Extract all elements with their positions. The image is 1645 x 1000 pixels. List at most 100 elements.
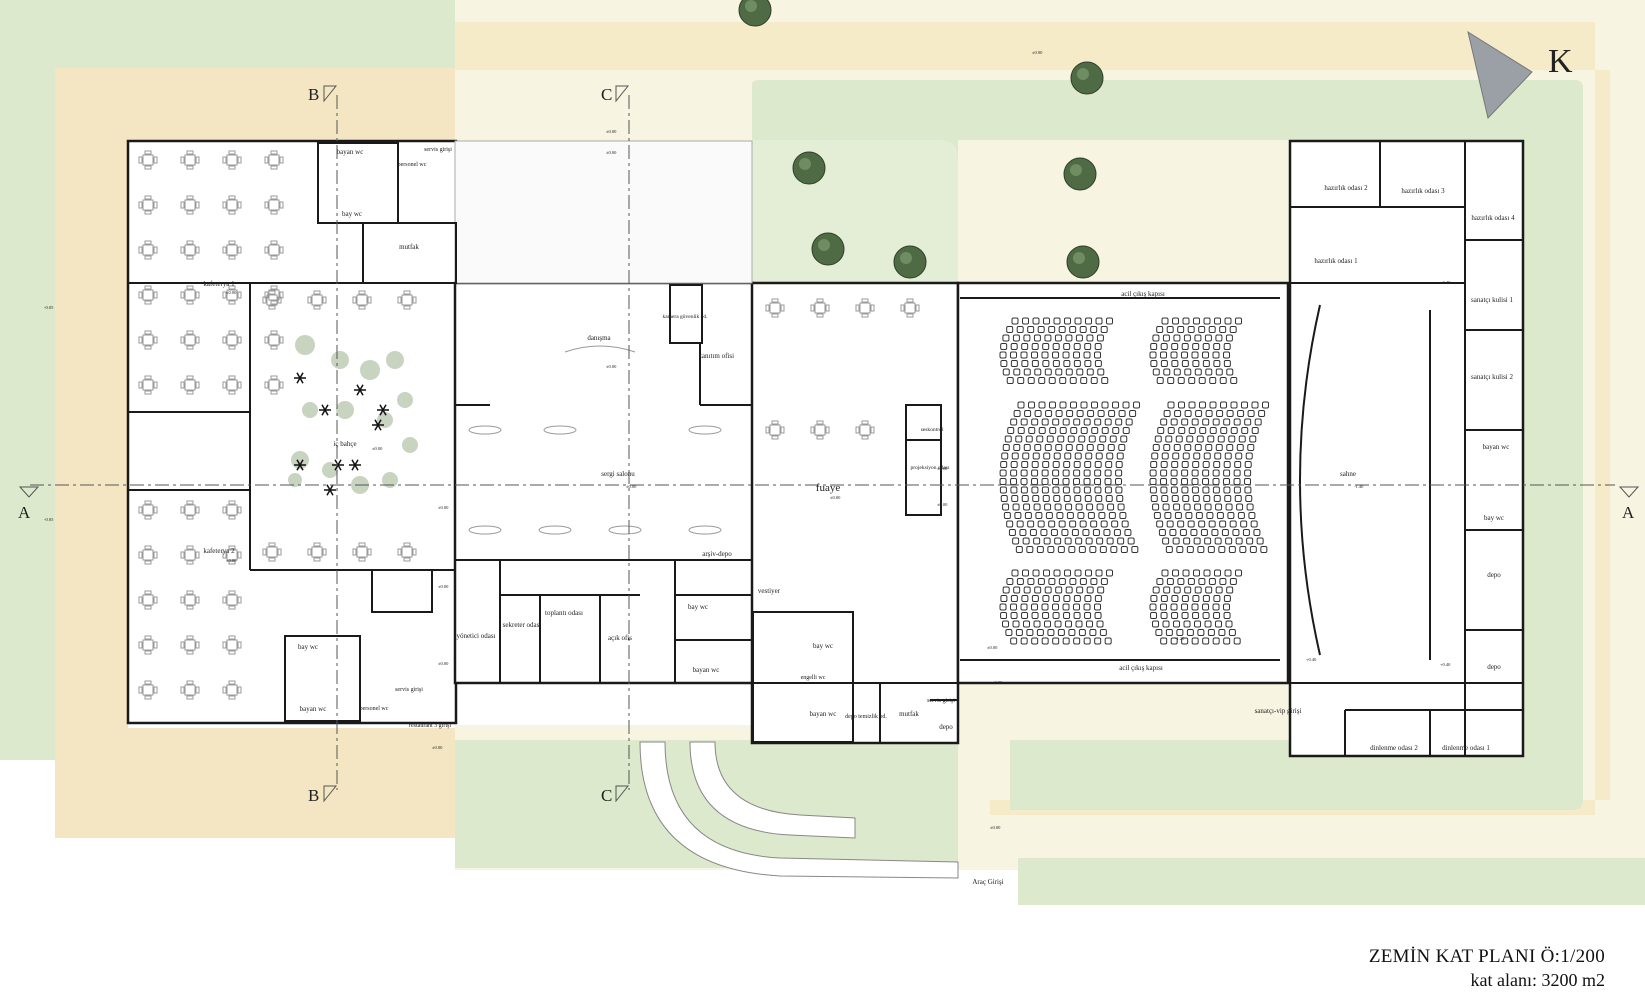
palm-icon (299, 377, 304, 384)
seat (1182, 452, 1190, 460)
chair (186, 590, 194, 595)
chair (279, 201, 284, 209)
seat (1199, 427, 1207, 434)
level-mark: ±0.00 (226, 558, 237, 563)
seat (1021, 343, 1029, 350)
seat (1083, 469, 1091, 477)
wc-block-foyer (752, 611, 854, 743)
seat (1247, 444, 1255, 451)
seat (1251, 401, 1259, 409)
seat (1086, 368, 1094, 376)
garden-shrub (382, 472, 398, 488)
chair (358, 557, 366, 562)
seat (1110, 546, 1118, 553)
seat (1181, 360, 1189, 367)
garden-shrub (360, 360, 380, 380)
seat (1042, 595, 1050, 602)
seat (1184, 586, 1192, 594)
seat (1006, 520, 1014, 528)
seat (1111, 520, 1119, 528)
seat (1057, 629, 1065, 636)
seat (1194, 368, 1202, 376)
seat (1087, 410, 1095, 417)
seat (1171, 495, 1179, 502)
seat (1048, 326, 1056, 333)
chair (771, 420, 779, 425)
seat (1150, 461, 1158, 468)
chair (222, 641, 227, 649)
seat (1166, 520, 1174, 528)
seat (1063, 360, 1071, 367)
seat (1211, 529, 1219, 536)
seat (1073, 418, 1081, 426)
seat (1013, 410, 1021, 417)
seat (1079, 520, 1087, 528)
seat (1191, 418, 1199, 426)
room-label-ic-bahce: iç bahçe (333, 440, 356, 448)
north-arrow: K (1467, 30, 1573, 120)
room-label-kafeterya-2: kafeterya 2 (203, 547, 235, 555)
seat (1181, 418, 1189, 426)
chair (180, 291, 185, 299)
seat (1020, 486, 1028, 494)
seat (1031, 418, 1039, 426)
seat (1082, 529, 1090, 536)
chair (228, 545, 236, 550)
table (814, 302, 826, 314)
table (142, 154, 154, 166)
stair (371, 569, 433, 613)
seat (1026, 546, 1034, 553)
north-arrow-icon (1467, 30, 1533, 120)
seat (1010, 612, 1018, 619)
palm-icon (299, 372, 304, 379)
level-mark: ±0.00 (432, 745, 443, 750)
seat (1163, 368, 1171, 376)
chair (228, 300, 236, 305)
seat (1052, 595, 1060, 602)
seat (1075, 620, 1083, 628)
palm-icon (337, 464, 342, 471)
seat (1094, 486, 1102, 494)
seat (1178, 401, 1185, 409)
seat (1202, 603, 1210, 611)
seat (1023, 586, 1031, 594)
chair (195, 596, 200, 604)
chair (186, 165, 194, 170)
chair (228, 390, 236, 395)
seat (1191, 478, 1199, 485)
table (184, 504, 196, 516)
seat (1041, 478, 1049, 485)
garden-shrub (397, 392, 413, 408)
table (268, 154, 280, 166)
seat (1219, 377, 1227, 384)
seat (1215, 586, 1223, 594)
seat (1177, 520, 1185, 528)
drawing-title: ZEMİN KAT PLANI Ö:1/200 (1368, 946, 1605, 967)
seat (1177, 326, 1185, 333)
seat (1049, 401, 1056, 409)
table (769, 424, 781, 436)
seat (1044, 368, 1052, 376)
chair (144, 560, 152, 565)
chair (144, 345, 152, 350)
chair (195, 201, 200, 209)
level-mark: ±0.00 (937, 466, 948, 471)
palm-icon (299, 464, 304, 471)
seat (1228, 546, 1236, 553)
seat (1043, 452, 1051, 460)
seat (1073, 486, 1081, 494)
seat (1045, 512, 1053, 519)
seat (1182, 317, 1190, 325)
seat (1213, 360, 1221, 367)
room-label-seskontrol: seskontrol (921, 427, 944, 433)
seat (1215, 503, 1223, 511)
seat (1036, 435, 1044, 443)
label-vehicle-entrance: Araç Girişi (972, 878, 1003, 886)
trees (738, 0, 1104, 279)
seat (1163, 410, 1171, 417)
floor-area: kat alanı: 3200 m2 (1470, 970, 1605, 990)
chair (138, 641, 143, 649)
seat (1044, 334, 1052, 342)
room-label-hazirlik-1: hazırlık odası 1 (1314, 257, 1358, 265)
table (184, 684, 196, 696)
